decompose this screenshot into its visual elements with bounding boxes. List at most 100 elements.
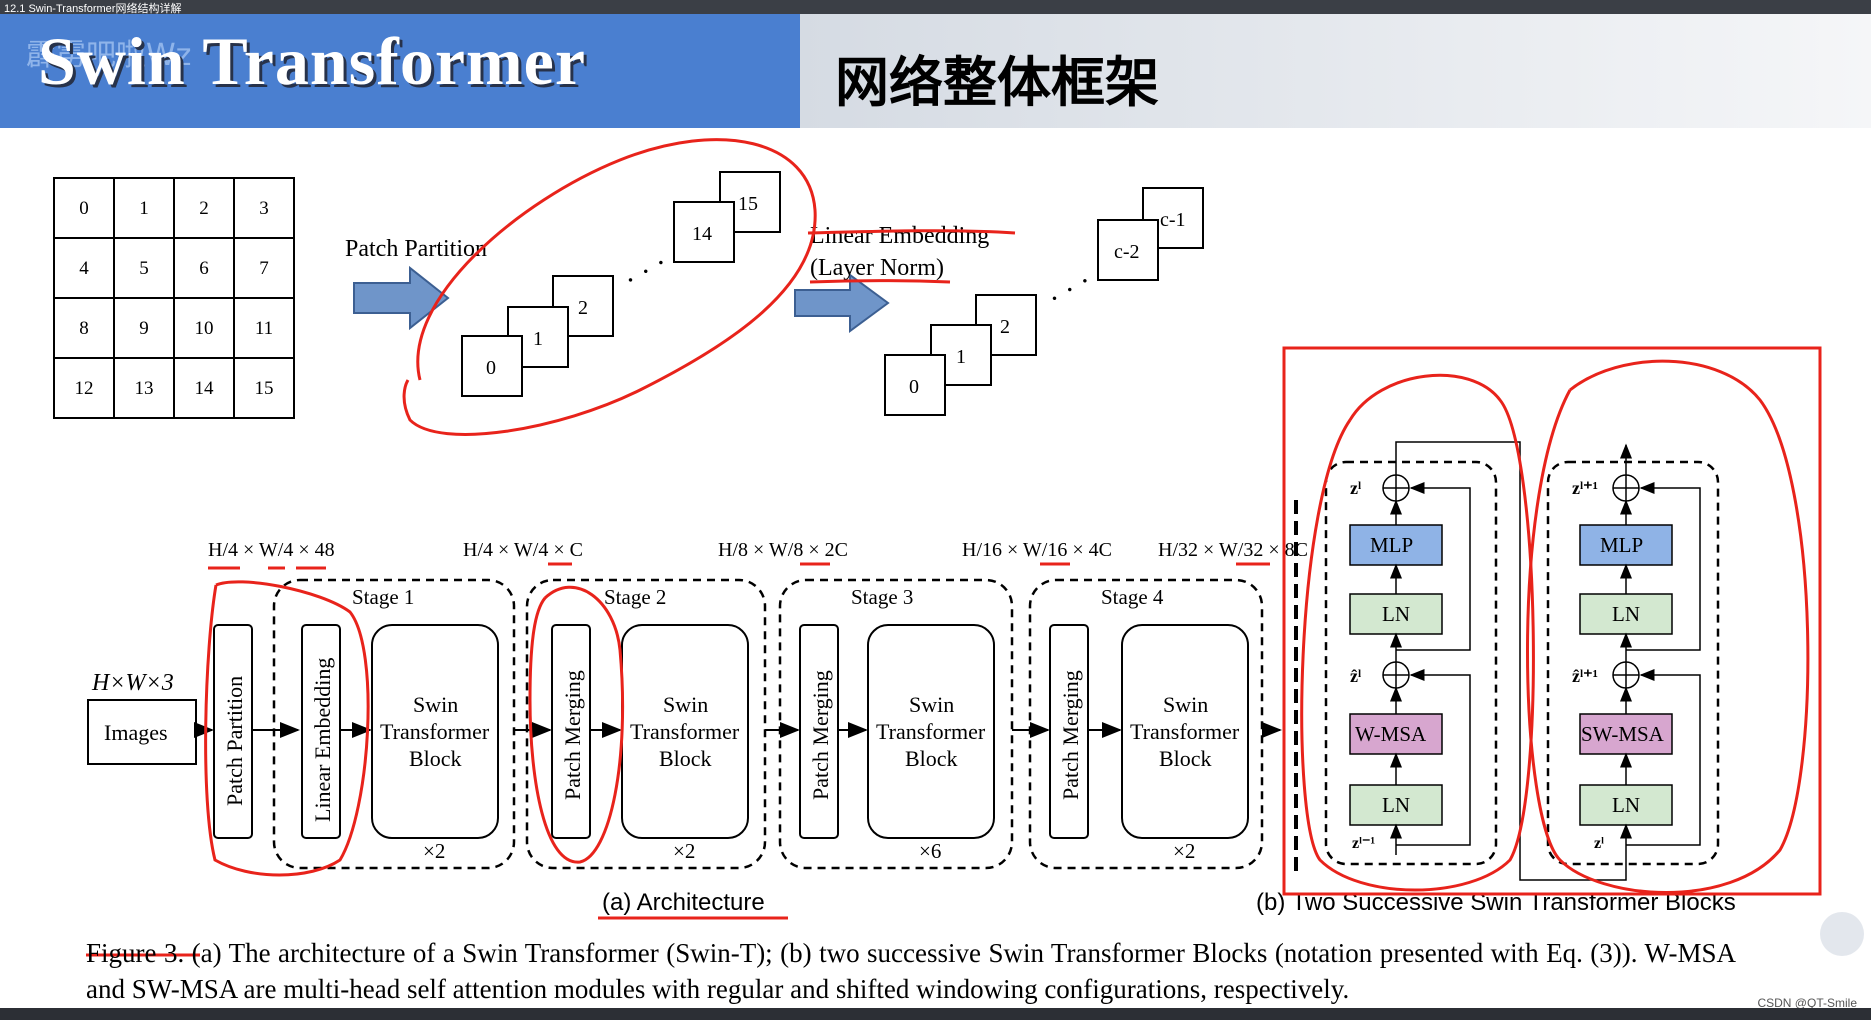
stage-1-block-l3: Block bbox=[409, 746, 462, 771]
stage-1-repeat: ×2 bbox=[423, 839, 445, 863]
images-label: Images bbox=[104, 720, 168, 745]
title-banner bbox=[0, 14, 800, 128]
dim-label-2: H/8 × W/8 × 2C bbox=[718, 539, 848, 561]
watermark-text: 霹雳吧啦Wz bbox=[26, 38, 192, 73]
stage-1-block bbox=[371, 624, 499, 839]
slide-heading: 网络整体框架 bbox=[835, 51, 1159, 114]
linear-embedding-box bbox=[301, 624, 341, 839]
left-z-in: zˡ⁻¹ bbox=[1352, 835, 1375, 852]
stage-1-block-l2: Transformer bbox=[380, 719, 490, 744]
stage-3-block bbox=[867, 624, 995, 839]
stage-4-merging-box bbox=[1049, 624, 1089, 839]
left-mlp-label: MLP bbox=[1370, 533, 1413, 557]
grid-cell bbox=[53, 297, 115, 359]
patch-partition-box bbox=[213, 624, 253, 839]
play-button[interactable] bbox=[1820, 912, 1864, 956]
right-ln-bottom bbox=[1579, 784, 1673, 826]
stage-3-merging-box bbox=[799, 624, 839, 839]
dim-label-1: H/4 × W/4 × C bbox=[463, 539, 583, 561]
dim-label-0: H/4 × W/4 × 48 bbox=[208, 539, 335, 561]
partition-patches: 2 1 0 · · · 15 14 bbox=[461, 171, 781, 397]
grid-cell bbox=[173, 297, 235, 359]
embedding-label-2: (Layer Norm) bbox=[810, 255, 944, 281]
left-z-mid: ẑˡ bbox=[1350, 666, 1361, 686]
stage-3-merging-vlabel: Patch Merging bbox=[808, 670, 833, 800]
stage-3-block-l3: Block bbox=[905, 746, 958, 771]
grid-cell bbox=[113, 297, 175, 359]
annotation-underline-layernorm bbox=[809, 279, 951, 284]
embedding-label-1: Linear Embedding bbox=[810, 223, 989, 249]
grid-cell-label: 0 bbox=[79, 198, 89, 219]
stage-3-repeat: ×6 bbox=[919, 839, 941, 863]
embedding-arrow bbox=[794, 273, 890, 333]
stage-3-block-l1: Swin bbox=[909, 692, 954, 717]
grid-cell bbox=[173, 237, 235, 299]
stage-3-block-l2: Transformer bbox=[876, 719, 986, 744]
caption-text: (a) The architecture of a Swin Transform… bbox=[86, 938, 1737, 1004]
annotation-circle-merge bbox=[528, 585, 625, 864]
grid-cell bbox=[233, 357, 295, 419]
annotation-circle-patches bbox=[402, 138, 817, 436]
window-titlebar: 12.1 Swin-Transformer网络结构详解 bbox=[0, 0, 1871, 15]
right-z-in: zˡ bbox=[1594, 835, 1604, 852]
grid-cell bbox=[53, 357, 115, 419]
right-ln-top-label: LN bbox=[1612, 602, 1640, 626]
stage-4-block-l3: Block bbox=[1159, 746, 1212, 771]
stage-1-block-l1: Swin bbox=[413, 692, 458, 717]
stage-4-block bbox=[1121, 624, 1249, 839]
out-patch-2: 2 bbox=[1000, 316, 1010, 338]
block-panel-left: MLP LN W-MSA LN zˡ ẑˡ zˡ⁻¹ bbox=[1324, 460, 1498, 866]
dim-label-3: H/16 × W/16 × 4C bbox=[962, 539, 1112, 561]
stage-4-block-l1: Swin bbox=[1163, 692, 1208, 717]
grid-cell-label: 10 bbox=[195, 318, 214, 339]
stage-2-repeat: ×2 bbox=[673, 839, 695, 863]
grid-cell bbox=[173, 357, 235, 419]
patch-partition-vlabel: Patch Partition bbox=[222, 676, 247, 806]
stage-1-label: Stage 1 bbox=[352, 585, 414, 609]
stage-4-merging-vlabel: Patch Merging bbox=[1058, 670, 1083, 800]
patch-2: 2 bbox=[578, 297, 588, 319]
out-patch-c2: c-2 bbox=[1114, 241, 1140, 263]
right-z-top: zˡ⁺¹ bbox=[1572, 478, 1598, 498]
stage-2-block-l2: Transformer bbox=[630, 719, 740, 744]
grid-cell-label: 6 bbox=[199, 258, 209, 279]
stage-2-merging-box bbox=[551, 624, 591, 839]
patch-0: 0 bbox=[486, 357, 496, 379]
credit-text: CSDN @QT-Smile bbox=[1757, 996, 1857, 1010]
right-swmsa-label: SW-MSA bbox=[1581, 722, 1665, 746]
left-ln-bottom-label: LN bbox=[1382, 793, 1410, 817]
grid-cell-label: 9 bbox=[139, 318, 149, 339]
stage-3-box bbox=[778, 578, 1014, 870]
patch-14: 14 bbox=[692, 223, 712, 245]
grid-cell-label: 12 bbox=[75, 378, 94, 399]
grid-cell-label: 14 bbox=[195, 378, 215, 399]
linear-embedding-vlabel: Linear Embedding bbox=[310, 658, 335, 822]
grid-cell bbox=[113, 357, 175, 419]
stage-4-label: Stage 4 bbox=[1101, 585, 1164, 609]
grid-cell-label: 3 bbox=[259, 198, 269, 219]
annotation-rect-blocks bbox=[1282, 346, 1822, 896]
stage-4-repeat: ×2 bbox=[1173, 839, 1195, 863]
grid-cell bbox=[233, 237, 295, 299]
caption-figure-label: Figure 3. bbox=[86, 938, 185, 968]
video-progress-bar[interactable] bbox=[0, 1008, 1871, 1020]
grid-cell-label: 2 bbox=[199, 198, 209, 219]
slide-title: Swin Transformer bbox=[38, 23, 587, 99]
right-ln-top bbox=[1579, 593, 1673, 635]
ellipsis: · · · bbox=[618, 246, 673, 297]
left-wmsa-label: W-MSA bbox=[1355, 722, 1427, 746]
window-title: 12.1 Swin-Transformer网络结构详解 bbox=[4, 3, 182, 15]
stage-2-block-l1: Swin bbox=[663, 692, 708, 717]
grid-cell-label: 4 bbox=[79, 258, 89, 279]
grid-cell bbox=[113, 237, 175, 299]
left-ln-top-label: LN bbox=[1382, 602, 1410, 626]
right-mlp bbox=[1579, 524, 1673, 566]
grid-cell bbox=[53, 237, 115, 299]
grid-cell-label: 13 bbox=[135, 378, 154, 399]
stage-3-label: Stage 3 bbox=[851, 585, 913, 609]
left-ln-bottom bbox=[1349, 784, 1443, 826]
left-ln-top bbox=[1349, 593, 1443, 635]
grid-cell-label: 11 bbox=[255, 318, 273, 339]
